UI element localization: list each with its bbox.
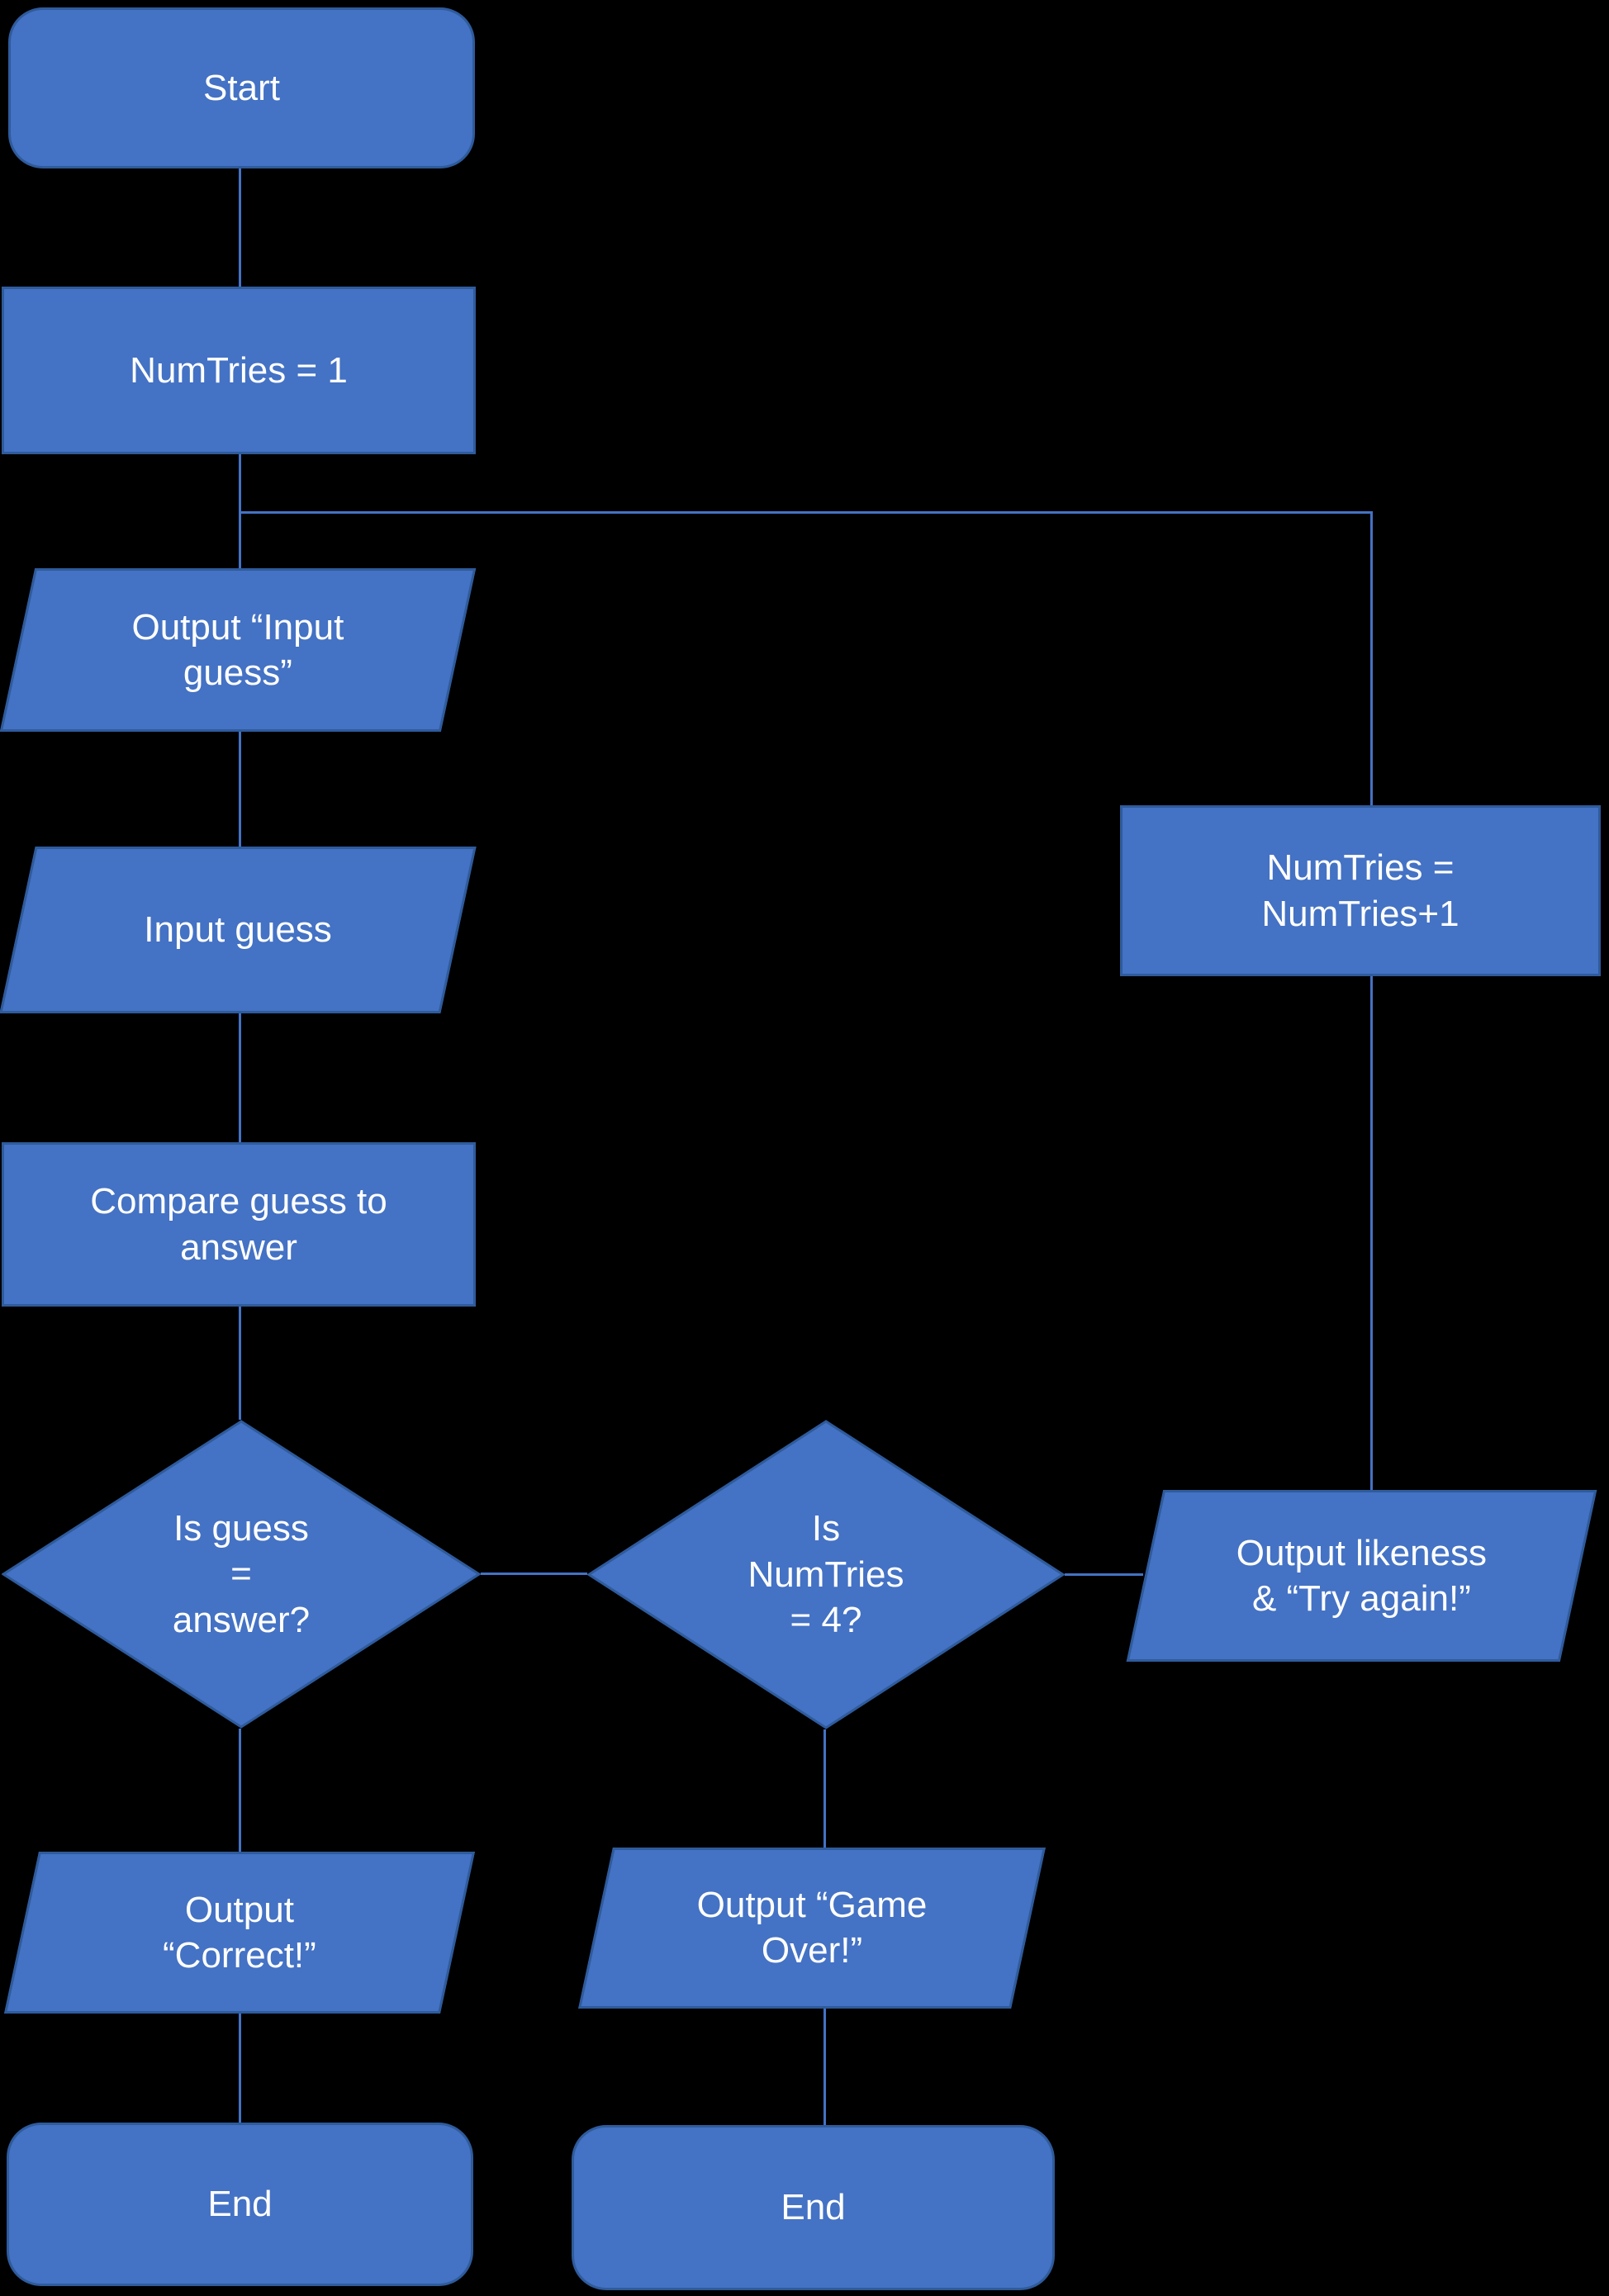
connector-correct-to-end [239, 2014, 241, 2123]
output-likeness-io: Output likeness & “Try again!” [1126, 1490, 1597, 1662]
connector-decision-to-decision [481, 1573, 587, 1575]
end-main-label: End [207, 2184, 273, 2225]
connector-loop-horizontal [239, 511, 1373, 514]
connector-input-to-compare [239, 1013, 241, 1142]
numtries-init-label: NumTries = 1 [130, 349, 348, 391]
output-correct-label: Output “Correct!” [163, 1889, 316, 1976]
end-terminator-main: End [7, 2123, 473, 2286]
compare-guess-label: Compare guess to answer [90, 1181, 387, 1268]
connector-decision-to-gameover [823, 1729, 826, 1848]
connector-feedback-to-increment [1370, 976, 1373, 1490]
connector-start-to-init [239, 168, 241, 287]
connector-gameover-to-end [823, 2009, 826, 2125]
start-terminator: Start [8, 7, 475, 168]
connector-compare-to-decision [239, 1307, 241, 1420]
start-label: Start [203, 67, 280, 108]
decision-diamond-shape [587, 1420, 1065, 1729]
connector-decision-to-correct [239, 1729, 241, 1852]
numtries-equals-4-decision: Is NumTries = 4? [587, 1420, 1065, 1729]
connector-decision-to-feedback [1065, 1573, 1143, 1576]
end-gameover-label: End [781, 2187, 846, 2228]
output-likeness-label: Output likeness & “Try again!” [1236, 1532, 1488, 1619]
input-guess-io: Input guess [0, 847, 477, 1013]
output-input-guess-io: Output “Input guess” [0, 568, 477, 732]
output-game-over-io: Output “Game Over!” [578, 1848, 1046, 2009]
decision-diamond-shape [2, 1420, 481, 1729]
numtries-equals-4-label: Is NumTries = 4? [748, 1508, 904, 1641]
input-guess-label: Input guess [144, 909, 332, 951]
numtries-init-process: NumTries = 1 [2, 287, 476, 454]
connector-prompt-to-input [239, 732, 241, 847]
guess-equals-answer-label: Is guess = answer? [172, 1507, 311, 1640]
output-input-guess-label: Output “Input guess” [131, 606, 344, 693]
output-game-over-label: Output “Game Over!” [696, 1885, 928, 1971]
connector-loop-down-to-increment [1370, 511, 1373, 805]
numtries-increment-label: NumTries = NumTries+1 [1261, 847, 1459, 934]
compare-guess-process: Compare guess to answer [2, 1142, 476, 1307]
output-correct-io: Output “Correct!” [3, 1852, 476, 2014]
end-terminator-gameover: End [572, 2125, 1055, 2290]
numtries-increment-process: NumTries = NumTries+1 [1120, 805, 1601, 976]
guess-equals-answer-decision: Is guess = answer? [2, 1420, 481, 1729]
